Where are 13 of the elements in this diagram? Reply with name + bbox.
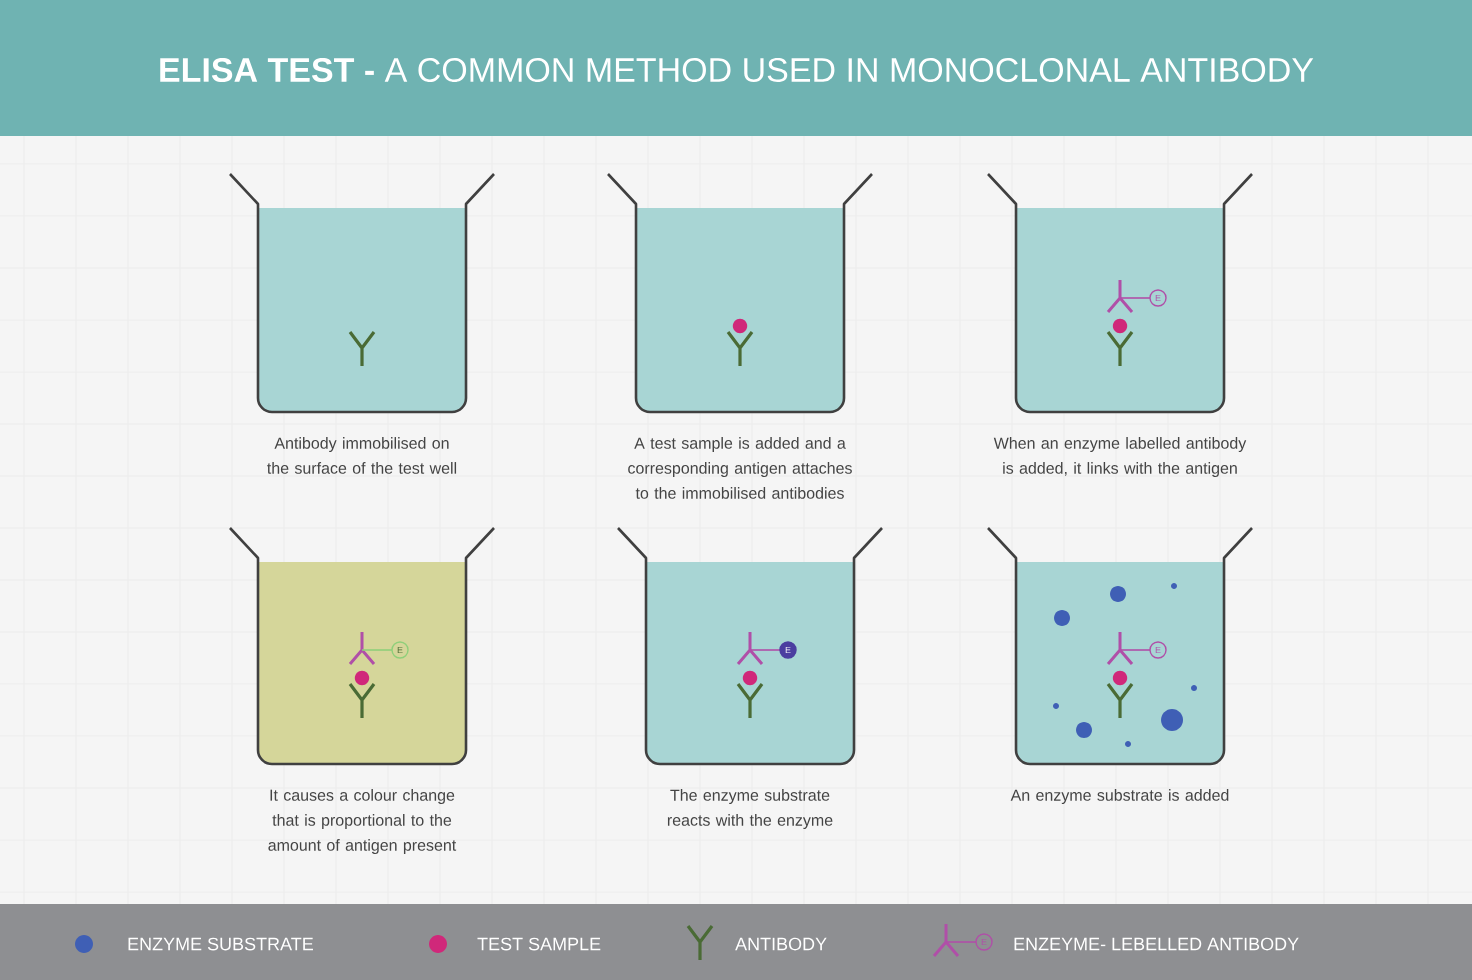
beaker-drawing [229, 173, 495, 414]
caption-text: A test sample is added and a corresponding antigen attaches to the immobilised antibodies [628, 437, 852, 499]
beaker-drawing [607, 173, 873, 414]
caption-text: It causes a colour change that is proportional to the amount of antigen present [268, 789, 457, 854]
caption-text: The enzyme substrate reacts with the enzyme [667, 789, 833, 829]
caption-text: When an enzyme labelled antibody is added, it links with the antigen [993, 437, 1247, 477]
title: ELISA TEST - A COMMON METHOD USED IN MONOCLONAL ANTIBODY [160, 57, 1314, 83]
legend-text: TEST SAMPLE [477, 937, 601, 951]
legend-text: ENZYME SUBSTRATE [128, 937, 313, 951]
legend-text: ENZEYME- LEBELLED ANTIBODY [1014, 937, 1299, 951]
caption-text: An enzyme substrate is added [1010, 789, 1229, 804]
legend-text: ANTIBODY [735, 937, 827, 951]
caption-text: Antibody immobilised on the surface of the test well [267, 437, 457, 474]
